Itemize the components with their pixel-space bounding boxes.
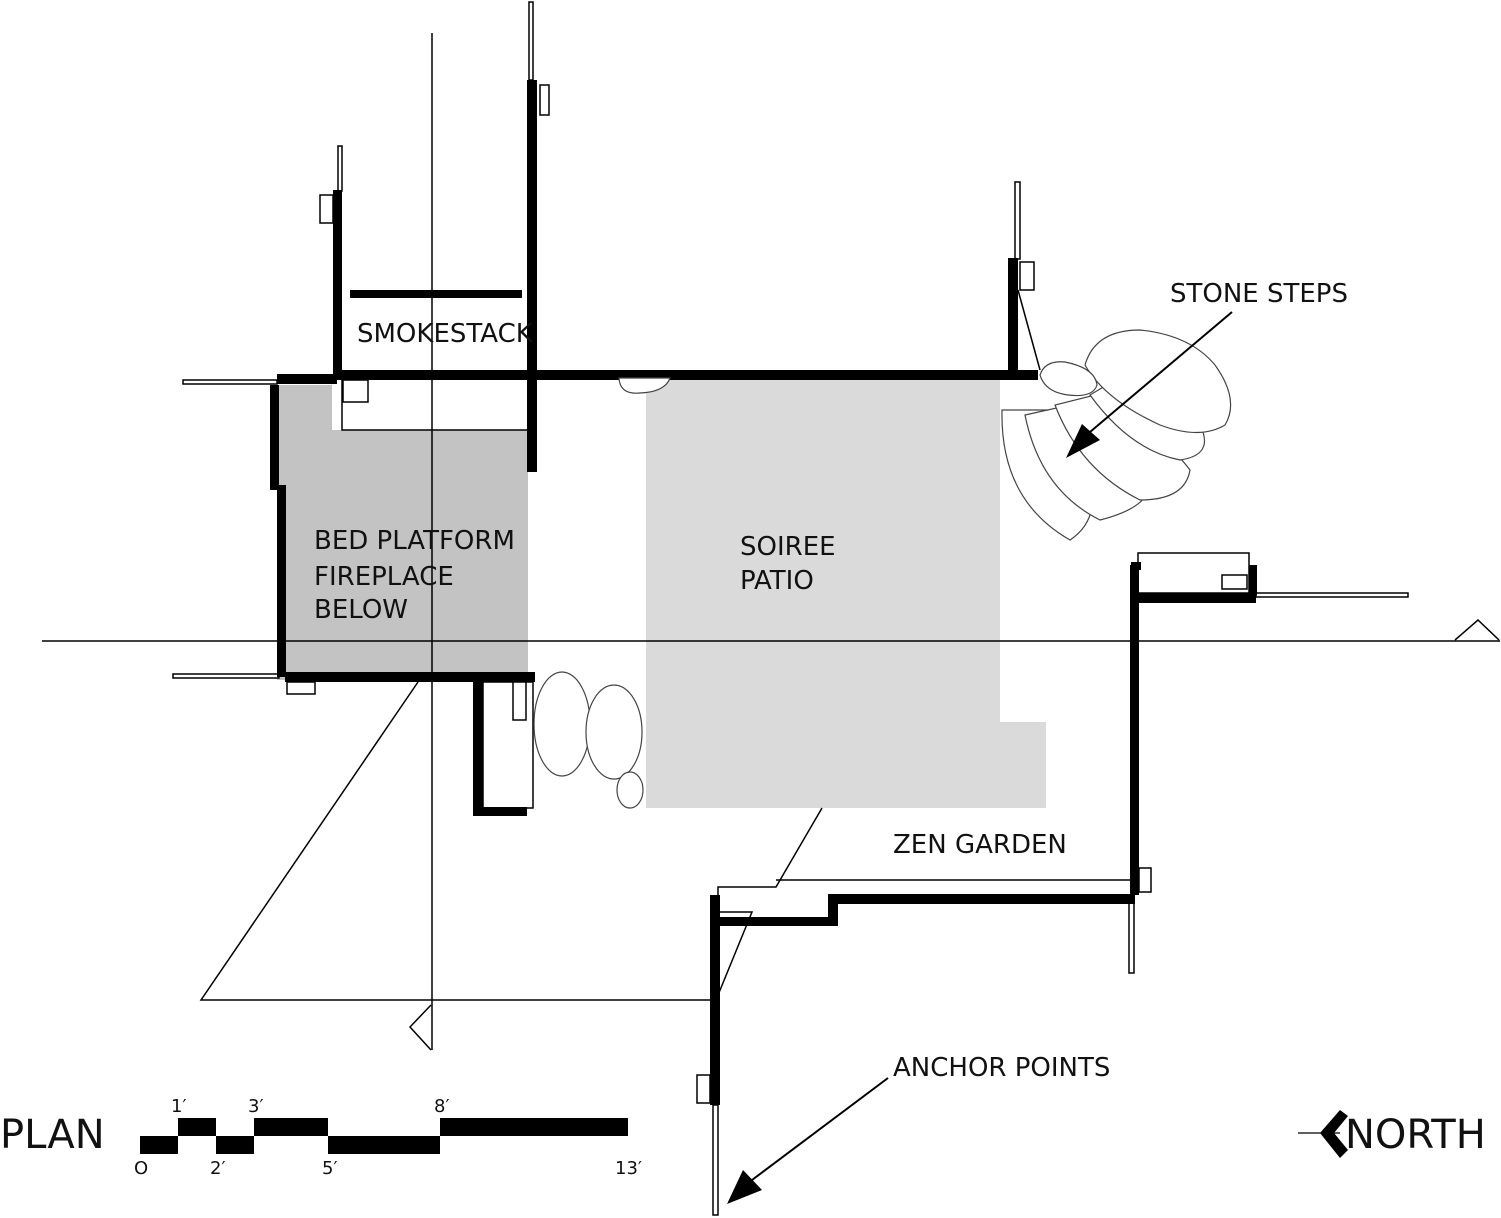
scale-tick-4: 5′ <box>322 1158 338 1179</box>
wall <box>1249 565 1257 595</box>
zen-garden-label: ZEN GARDEN <box>893 830 1067 860</box>
scale-bar <box>140 1118 628 1154</box>
soiree-patio-label-line2: PATIO <box>740 566 814 596</box>
bed-platform-area <box>277 385 528 680</box>
wall <box>1131 562 1141 570</box>
wall <box>710 895 720 1105</box>
soiree-patio-area <box>646 378 1046 808</box>
scale-tick-0: O <box>134 1158 148 1179</box>
wall <box>828 894 838 926</box>
wall <box>527 80 537 472</box>
section-marker-east-icon <box>1454 618 1500 641</box>
glazing <box>528 1 534 81</box>
stone-steps-leader-arrow-icon <box>1066 311 1233 458</box>
scale-tick-6: 13′ <box>615 1158 642 1179</box>
bed-platform-label-line2: FIREPLACE <box>314 562 454 592</box>
wall <box>277 485 286 677</box>
glazing <box>337 145 343 192</box>
stepping-stones <box>533 377 671 809</box>
wall <box>270 385 279 490</box>
wall <box>473 678 483 816</box>
wall <box>333 190 342 380</box>
section-marker-south-icon <box>408 1004 432 1051</box>
smokestack-label: SMOKESTACK <box>357 319 534 349</box>
scale-tick-1: 1′ <box>171 1096 187 1117</box>
scale-tick-2: 2′ <box>210 1158 226 1179</box>
bed-platform-label-line3: BELOW <box>314 595 408 625</box>
wall <box>350 290 522 298</box>
glazing <box>712 1104 719 1216</box>
stone-steps <box>1001 289 1232 541</box>
north-arrow-icon <box>1298 1110 1348 1158</box>
plan-title: PLAN <box>0 1112 105 1158</box>
zen-garden-diagonal <box>715 807 823 1001</box>
soiree-patio-label-line1: SOIREE <box>740 532 836 562</box>
glazing <box>172 673 280 679</box>
glazing <box>1255 592 1409 598</box>
anchor-points-label: ANCHOR POINTS <box>893 1053 1110 1083</box>
wall <box>716 917 838 926</box>
scale-tick-5: 8′ <box>434 1096 450 1117</box>
wall <box>1138 593 1256 603</box>
wall <box>285 672 535 682</box>
glazing <box>341 380 528 431</box>
anchor-points-leader-arrow-icon <box>727 1077 889 1204</box>
scale-tick-3: 3′ <box>248 1096 264 1117</box>
glazing <box>482 681 534 809</box>
anchor-points <box>286 84 1248 1104</box>
wall <box>1130 565 1139 895</box>
wall <box>1008 258 1018 378</box>
wall <box>473 807 527 816</box>
bed-platform-label-line1: BED PLATFORM <box>314 526 515 556</box>
north-label: NORTH <box>1345 1112 1486 1158</box>
glazing <box>182 379 278 385</box>
glazing <box>1128 894 1135 974</box>
wall <box>277 374 337 384</box>
wall <box>333 370 1038 380</box>
wall <box>835 894 1135 904</box>
glazing <box>1014 181 1021 260</box>
zen-garden-outline <box>199 681 716 1001</box>
glazing <box>1137 552 1250 594</box>
stone-steps-label: STONE STEPS <box>1170 279 1348 309</box>
